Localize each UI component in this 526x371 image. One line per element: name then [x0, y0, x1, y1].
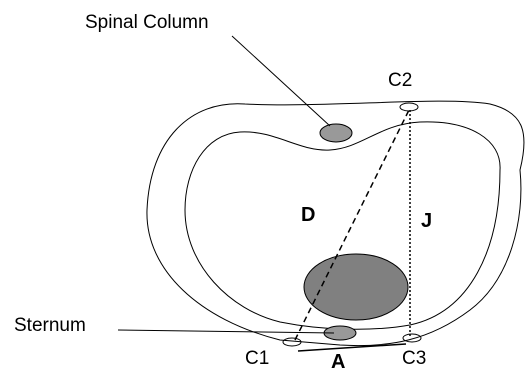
line-d-dashed: [294, 109, 410, 341]
spinal-column-leader-line: [231, 35, 331, 127]
inner-chest-wall: [184, 121, 501, 330]
spinal-column-shape: [319, 123, 353, 143]
c1-landmark: [282, 337, 302, 347]
c1-label: C1: [245, 348, 269, 369]
d-label: D: [301, 204, 315, 226]
outer-chest-wall: [146, 100, 525, 347]
a-label: A: [331, 351, 345, 371]
c3-label: C3: [402, 348, 426, 369]
heart-shape: [303, 253, 409, 321]
c2-label: C2: [388, 70, 412, 91]
j-label: J: [421, 210, 432, 232]
c3-landmark: [402, 333, 422, 343]
sternum-leader-line: [117, 329, 335, 334]
spinal-column-label: Spinal Column: [85, 12, 209, 33]
line-a-solid: [297, 343, 407, 352]
sternum-label: Sternum: [14, 315, 86, 336]
c2-landmark: [399, 102, 419, 112]
